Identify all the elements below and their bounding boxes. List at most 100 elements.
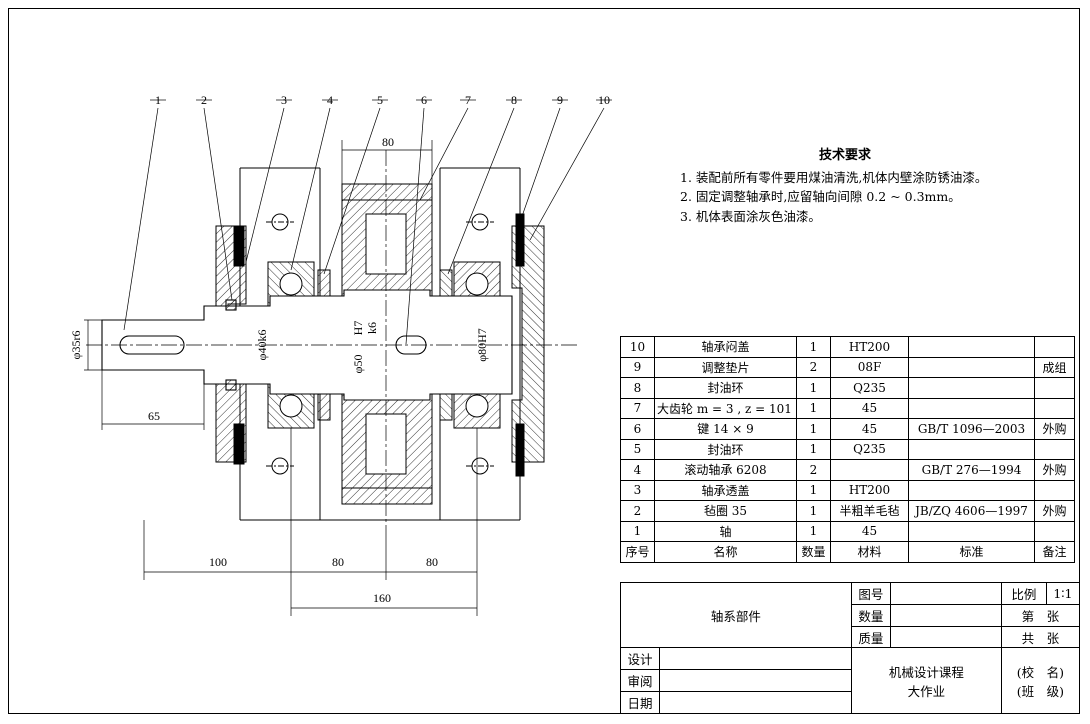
bom-cell-note: [1034, 438, 1075, 460]
bearing-covers: [215, 213, 545, 477]
design-label: 设计: [620, 647, 660, 671]
bom-cell-note: [1034, 397, 1075, 419]
bom-cell-no: 7: [620, 397, 655, 419]
bom-cell-qty: 2: [796, 459, 831, 481]
bom-cell-no: 10: [620, 336, 655, 358]
bom-cell-note: [1034, 479, 1075, 501]
balloon-10: 10: [598, 93, 610, 107]
course-name: 机械设计课程 大作业: [850, 647, 1002, 714]
drawing-no-label: 图号: [850, 582, 891, 605]
tech-item-1: 1. 装配前所有零件要用煤油清洗,机体内壁涂防锈油漆。: [680, 169, 988, 185]
tech-item-3: 3. 机体表面涂灰色油漆。: [680, 208, 821, 224]
balloon-7: 7: [465, 93, 471, 107]
bom-cell-material: [830, 459, 909, 481]
bom-cell-standard: [908, 356, 1035, 378]
bom-cell-material: Q235: [830, 438, 909, 460]
scale-label: 比例: [1000, 582, 1047, 605]
dim-shaft-end-dia: φ35r6: [69, 331, 83, 360]
balloon-6: 6: [421, 93, 427, 107]
part-name: 轴系部件: [620, 581, 852, 649]
balloon-8: 8: [511, 93, 517, 107]
bom-cell-note: 成组: [1034, 356, 1075, 378]
bom-cell-material: Q235: [830, 377, 909, 399]
bom-cell-no: 9: [620, 356, 655, 378]
bom-cell-name: 轴承透盖: [654, 479, 797, 501]
dim-gear-seat-b: H7: [351, 321, 365, 336]
bom-cell-qty: 1: [796, 520, 831, 542]
dim-span-100: 100: [209, 555, 227, 569]
dim-span-80a: 80: [332, 555, 344, 569]
bom-cell-note: [1034, 377, 1075, 399]
bom-cell-name: 封油环: [654, 438, 797, 460]
balloon-3: 3: [281, 93, 287, 107]
mass-label: 质量: [850, 625, 891, 649]
bom-cell-no: 3: [620, 479, 655, 501]
bom-cell-standard: GB/T 1096—2003: [908, 418, 1035, 440]
bom-cell-material: 半粗羊毛毡: [830, 500, 909, 522]
bom-cell-standard: [908, 520, 1035, 542]
bom-cell-no: 2: [620, 500, 655, 522]
title-block: 轴系部件 图号 比例 1∶1 数量 第 张 质量 共 张 设计 机械设计课程 大…: [620, 581, 1081, 714]
dim-gear-seat-c: k6: [365, 322, 379, 334]
bom-cell-standard: [908, 479, 1035, 501]
balloon-5: 5: [377, 93, 383, 107]
bom-cell-qty: 1: [796, 438, 831, 460]
bom-cell-no: 1: [620, 520, 655, 542]
tech-title: 技术要求: [818, 148, 871, 163]
sheet-label: 第 张: [1000, 603, 1081, 627]
bom-cell-name: 键 14 × 9: [654, 418, 797, 440]
dim-shaft-end: 65: [148, 409, 160, 423]
bom-cell-material: 45: [830, 418, 909, 440]
dimension-texts: 80 65 φ35r6 φ40k6 φ50 H7 k6 φ80H7 100 80…: [69, 135, 489, 605]
dim-span-160: 160: [373, 591, 391, 605]
bom-cell-standard: JB/ZQ 4606—1997: [908, 500, 1035, 522]
bom-cell-standard: [908, 336, 1035, 358]
bom-cell-no: 8: [620, 377, 655, 399]
bom-cell-qty: 1: [796, 377, 831, 399]
bom-cell-name: 滚动轴承 6208: [654, 459, 797, 481]
bom-cell-name: 轴: [654, 520, 797, 542]
total-label: 共 张: [1000, 625, 1081, 649]
bom-cell-material: HT200: [830, 479, 909, 501]
school-class: (校 名) (班 级): [1000, 647, 1081, 714]
bom-cell-standard: [908, 397, 1035, 419]
bom-cell-name: 毡圈 35: [654, 500, 797, 522]
bom-cell-material: 45: [830, 397, 909, 419]
bom-cell-qty: 1: [796, 418, 831, 440]
bom-cell-name: 封油环: [654, 377, 797, 399]
balloon-1: 1: [155, 93, 161, 107]
date-label: 日期: [620, 691, 660, 714]
bom-header: 序号 名称 数量 材料 标准 备注: [620, 541, 1075, 563]
bom-cell-note: 外购: [1034, 418, 1075, 440]
balloon-9: 9: [557, 93, 563, 107]
bom-cell-qty: 2: [796, 356, 831, 378]
bom-cell-name: 轴承闷盖: [654, 336, 797, 358]
bom-cell-standard: [908, 438, 1035, 460]
bom-cell-note: 外购: [1034, 459, 1075, 481]
bom-cell-qty: 1: [796, 336, 831, 358]
bom-cell-note: 外购: [1034, 500, 1075, 522]
qty-label: 数量: [850, 603, 891, 627]
scale-value: 1∶1: [1045, 582, 1081, 605]
dim-gear-width: 80: [382, 135, 394, 149]
dim-bearing-seat: φ40k6: [255, 330, 269, 361]
balloon-2: 2: [201, 93, 207, 107]
dimension-lines: [84, 99, 612, 616]
bom-cell-qty: 1: [796, 397, 831, 419]
bom-cell-note: [1034, 520, 1075, 542]
dim-gear-seat-a: φ50: [351, 355, 365, 374]
tech-item-2: 2. 固定调整轴承时,应留轴向间隙 0.2 ~ 0.3mm。: [680, 189, 961, 204]
bom-cell-no: 6: [620, 418, 655, 440]
bom-cell-standard: GB/T 276—1994: [908, 459, 1035, 481]
dim-housing: φ80H7: [475, 328, 489, 362]
bom-cell-name: 调整垫片: [654, 356, 797, 378]
bom-cell-note: [1034, 336, 1075, 358]
